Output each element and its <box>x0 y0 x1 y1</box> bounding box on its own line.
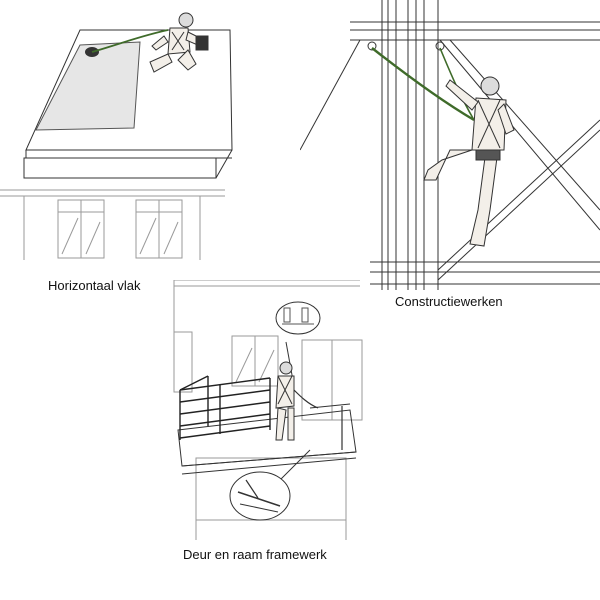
door-illustration <box>173 280 363 540</box>
construct-illustration <box>300 0 600 290</box>
lanyard <box>91 29 169 53</box>
detail-callout-icon <box>275 301 321 335</box>
horizontal-illustration <box>0 12 233 260</box>
scene-horizontal: Horizontaal vlak <box>0 0 300 293</box>
scene-construct: Constructiewerken <box>300 0 600 320</box>
lanyard-left <box>371 47 475 122</box>
worker-figure-icon <box>149 12 209 73</box>
caption-horizontal: Horizontaal vlak <box>48 278 141 293</box>
roof-fascia <box>23 157 217 179</box>
balcony-railing <box>179 375 271 440</box>
worker-figure-icon <box>423 76 515 247</box>
caption-door: Deur en raam framewerk <box>183 547 327 562</box>
caption-construct: Constructiewerken <box>395 294 503 309</box>
scene-door: Deur en raam framewerk <box>160 280 380 570</box>
lanyard <box>293 389 319 409</box>
anchor-device-icon <box>367 41 377 51</box>
detail-callout-icon <box>229 471 291 521</box>
worker-figure-icon <box>275 361 295 441</box>
